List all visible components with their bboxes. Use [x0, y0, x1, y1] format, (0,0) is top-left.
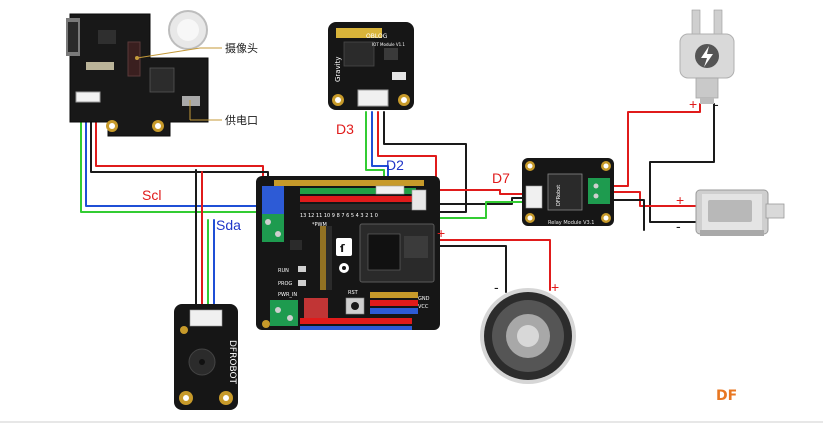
- label-d3: D3: [336, 121, 354, 137]
- svg-text:RUN: RUN: [278, 268, 289, 274]
- label-sda: Sda: [216, 217, 241, 233]
- wires: [80, 99, 715, 313]
- wire-labels: D3 D2 D7 Scl Sda + - + - + - + DF: [142, 96, 737, 404]
- relay-component: [547, 173, 583, 211]
- relay-connector: [525, 185, 543, 209]
- svg-text:VCC: VCC: [418, 304, 429, 310]
- df-logo-badge: [336, 238, 352, 256]
- relay-terminal: [588, 178, 610, 204]
- pin-column: [320, 226, 332, 290]
- svg-text:DFROBOT: DFROBOT: [227, 340, 237, 385]
- camera-connector: [75, 91, 101, 103]
- power-port-label: 供电口: [225, 113, 258, 127]
- speaker: [480, 288, 576, 384]
- svg-text:Gravity: Gravity: [334, 56, 342, 82]
- label-lock-minus: -: [676, 218, 681, 234]
- camera-label: 摄像头: [225, 41, 258, 55]
- label-speaker-minus: -: [494, 279, 499, 295]
- camera-sensor: [127, 41, 141, 77]
- label-plug-plus: +: [689, 96, 697, 112]
- camera-module: 摄像头 供电口: [66, 10, 258, 137]
- svg-text:RST: RST: [348, 290, 359, 296]
- iot-antenna: [336, 28, 382, 38]
- wire-plug-red: [607, 103, 701, 187]
- wire-lock-black: [611, 199, 645, 231]
- svg-text:PROG: PROG: [278, 281, 292, 287]
- main-board: 13 12 11 10 9 8 7 6 5 4 3 2 1 0 *PWM RUN…: [256, 176, 440, 330]
- i2c-terminal-green: [262, 214, 284, 242]
- svg-text:ſ: ſ: [340, 242, 345, 255]
- wire-relay-red: [421, 189, 529, 195]
- watermark: DF: [716, 388, 737, 404]
- wire-iot-blue: [371, 111, 389, 187]
- power-plug: [679, 9, 735, 104]
- power-terminal: [270, 300, 298, 326]
- svg-text:IOT Module V1.1: IOT Module V1.1: [372, 42, 405, 47]
- bottom-headers: [300, 292, 418, 330]
- wire-camera-green: [80, 99, 284, 213]
- iot-module: OBLOG IOT Module V1.1 Gravity: [328, 22, 414, 110]
- label-d2: D2: [386, 157, 404, 173]
- svg-text:*PWM: *PWM: [312, 222, 327, 228]
- label-plug-minus: -: [714, 96, 719, 112]
- relay-module: DFRobot Relay Module V3.1: [522, 158, 614, 226]
- wire-camera-blue: [85, 99, 277, 207]
- buzzer-connector: [189, 309, 223, 327]
- top-headers: [274, 180, 424, 210]
- i2c-port-blue: [262, 186, 284, 214]
- svg-text:GND: GND: [418, 296, 430, 302]
- label-d7: D7: [492, 170, 510, 186]
- label-scl: Scl: [142, 187, 161, 203]
- iot-connector: [357, 89, 389, 107]
- buzzer-module: DFROBOT: [174, 304, 238, 410]
- wire-iot-green: [365, 111, 385, 187]
- svg-text:OBLOG: OBLOG: [366, 33, 388, 40]
- label-speaker-plus: +: [437, 225, 445, 241]
- wire-speaker-red: [431, 239, 551, 291]
- svg-text:DFRobot: DFRobot: [556, 185, 562, 206]
- solenoid-lock: [695, 189, 785, 236]
- svg-text:13 12 11 10 9 8 7 6 5 4 3 2 1: 13 12 11 10 9 8 7 6 5 4 3 2 1 0: [300, 213, 378, 219]
- wire-plug-black: [649, 103, 715, 223]
- label-lock-plus: +: [676, 192, 684, 208]
- label-speaker-plus-2: +: [551, 279, 559, 295]
- svg-text:Relay Module V3.1: Relay Module V3.1: [548, 220, 594, 226]
- wire-iot-black: [383, 111, 467, 213]
- wire-speaker-black: [429, 245, 507, 293]
- svg-text:PWR_IN: PWR_IN: [278, 292, 297, 298]
